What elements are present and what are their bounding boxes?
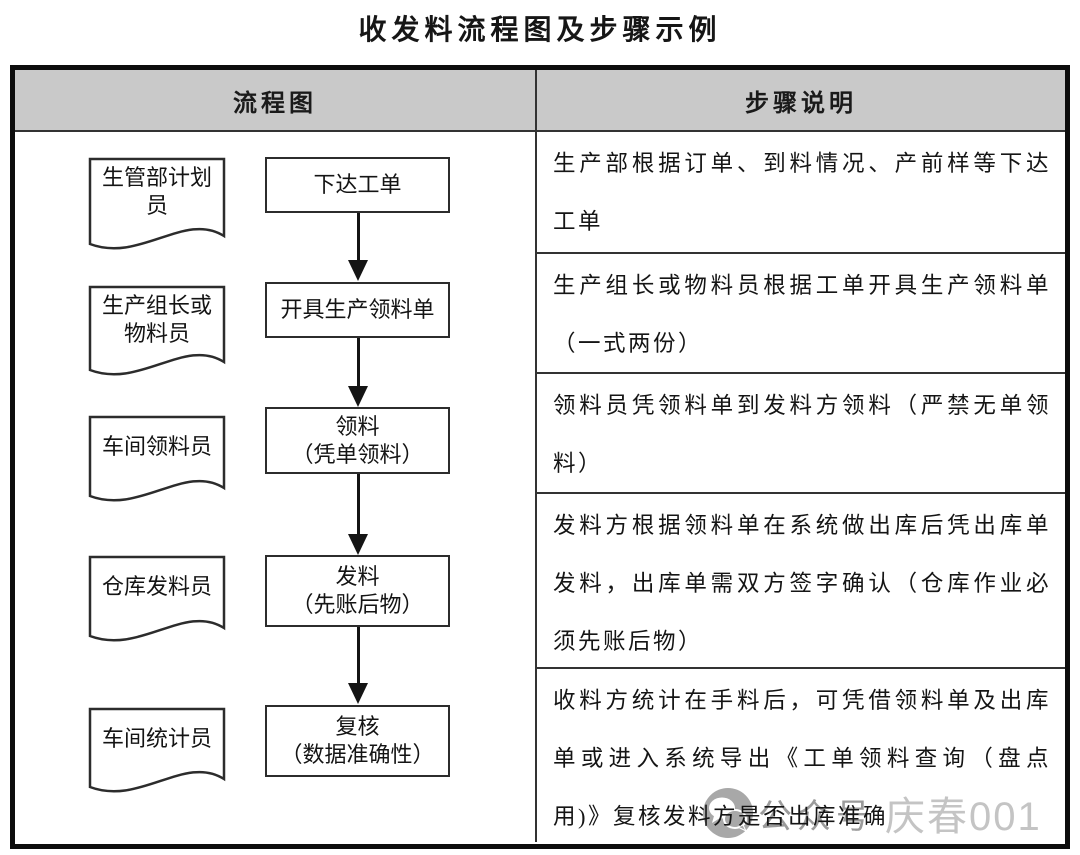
- step-description-2: 生产组长或物料员根据工单开具生产领料单（一式两份）: [553, 273, 1051, 356]
- page-title: 收发料流程图及步骤示例: [358, 15, 722, 46]
- column-header-flowchart: 流程图: [15, 70, 537, 130]
- step-description-4: 发料方根据领料单在系统做出库后凭出库单发料，出库单需双方签字确认（仓库作业必须先…: [553, 513, 1051, 654]
- watermark-account: 庆春001: [885, 795, 1042, 839]
- arrow-down-icon: [348, 627, 368, 704]
- step-description-1: 生产部根据订单、到料情况、产前样等下达工单: [553, 151, 1051, 234]
- flow-step-box: 复核 （数据准确性）: [265, 705, 450, 777]
- step-description-5: 收料方统计在手料后，可凭借领料单及出库单或进入系统导出《工单领料查询（盘点用)》…: [553, 688, 1051, 829]
- arrow-down-icon: [348, 474, 368, 555]
- process-table: 流程图 步骤说明 生管部计划 员 下达工单: [10, 65, 1070, 849]
- table-row: 生产部根据订单、到料情况、产前样等下达工单: [537, 132, 1065, 254]
- flow-step-box: 发料 （先账后物）: [265, 555, 450, 627]
- watermark-label: 公众号: [758, 797, 875, 836]
- document-shape-icon: [88, 555, 226, 652]
- flow-step-label: 发料 （先账后物）: [291, 564, 424, 617]
- flow-role-label: 仓库发料员: [101, 574, 212, 599]
- flow-role-label: 车间领料员: [101, 434, 212, 459]
- flow-role-label: 车间统计员: [101, 726, 212, 751]
- document-shape-icon: [88, 707, 226, 803]
- flow-step-box: 下达工单: [265, 157, 450, 213]
- document-shape-icon: [88, 285, 226, 386]
- watermark: 公众号 庆春001: [702, 784, 1042, 842]
- flow-step-box: 开具生产领料单: [265, 282, 450, 338]
- flow-role-label: 生管部计划 员: [101, 165, 212, 218]
- table-row: 领料员凭领料单到发料方领料（严禁无单领料）: [537, 374, 1065, 494]
- document-shape-role-1: 生管部计划 员: [88, 157, 226, 260]
- arrow-down-icon: [348, 213, 368, 281]
- flowchart-cell: 生管部计划 员 下达工单 生产组长或 物料员 开具生产领料单: [15, 132, 537, 842]
- table-row: 生产组长或物料员根据工单开具生产领料单（一式两份）: [537, 254, 1065, 374]
- step-description-3: 领料员凭领料单到发料方领料（严禁无单领料）: [553, 393, 1051, 476]
- table-body: 生管部计划 员 下达工单 生产组长或 物料员 开具生产领料单: [15, 132, 1065, 842]
- flow-step-box: 领料 （凭单领料）: [265, 407, 450, 474]
- document-shape-icon: [88, 157, 226, 260]
- flow-step-label: 开具生产领料单: [280, 297, 435, 322]
- column-header-steps: 步骤说明: [745, 90, 857, 117]
- document-shape-role-2: 生产组长或 物料员: [88, 285, 226, 386]
- document-shape-role-4: 仓库发料员: [88, 555, 226, 652]
- flow-role-label: 生产组长或 物料员: [101, 293, 212, 346]
- table-row: 发料方根据领料单在系统做出库后凭出库单发料，出库单需双方签字确认（仓库作业必须先…: [537, 494, 1065, 669]
- flow-step-label: 复核 （数据准确性）: [280, 714, 435, 767]
- flow-step-label: 领料 （凭单领料）: [291, 413, 424, 467]
- table-row: 收料方统计在手料后，可凭借领料单及出库单或进入系统导出《工单领料查询（盘点用)》…: [537, 669, 1065, 842]
- document-shape-icon: [88, 415, 226, 512]
- flow-step-label: 下达工单: [313, 172, 402, 197]
- steps-cell: 生产部根据订单、到料情况、产前样等下达工单 生产组长或物料员根据工单开具生产领料…: [537, 132, 1065, 842]
- arrow-down-icon: [348, 338, 368, 407]
- table-header-row: 流程图 步骤说明: [15, 70, 1065, 132]
- document-shape-role-5: 车间统计员: [88, 707, 226, 803]
- wechat-icon: [703, 788, 753, 838]
- document-shape-role-3: 车间领料员: [88, 415, 226, 512]
